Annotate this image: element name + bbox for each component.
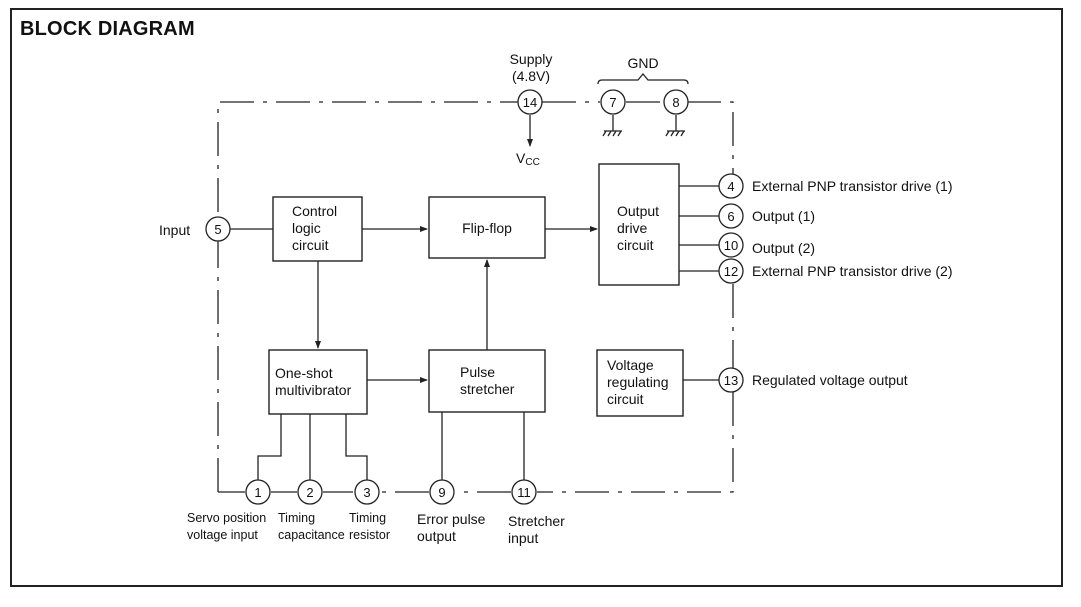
- pin-1: 1: [245, 479, 271, 505]
- svg-text:Timing: Timing: [349, 511, 386, 525]
- pin-12: 12: [718, 258, 744, 284]
- pin-13-label: Regulated voltage output: [752, 372, 908, 388]
- svg-text:Timing: Timing: [278, 511, 315, 525]
- svg-text:VCC: VCC: [516, 150, 540, 168]
- pin-2: 2: [297, 479, 323, 505]
- pin-12-label: External PNP transistor drive (2): [752, 263, 952, 279]
- pin-8: 8: [663, 89, 689, 115]
- svg-text:14: 14: [523, 95, 537, 110]
- pin-4-label: External PNP transistor drive (1): [752, 178, 952, 194]
- flip-flop-block: Flip-flop: [428, 196, 546, 259]
- pin-11: 11: [511, 479, 537, 505]
- pulse-stretcher-block: Pulse stretcher: [428, 349, 546, 413]
- pin-1-label: Servo position voltage input: [187, 511, 266, 542]
- svg-text:stretcher: stretcher: [460, 381, 515, 397]
- input-label: Input: [159, 222, 190, 238]
- pin-4: 4: [718, 173, 744, 199]
- svg-text:4: 4: [727, 179, 734, 194]
- pin-14: 14: [517, 89, 543, 115]
- pin-13: 13: [718, 367, 744, 393]
- svg-text:Pulse: Pulse: [460, 364, 495, 380]
- svg-text:resistor: resistor: [349, 528, 390, 542]
- pin-10: 10: [718, 232, 744, 258]
- pin-6: 6: [718, 203, 744, 229]
- svg-text:Flip-flop: Flip-flop: [462, 220, 512, 236]
- output-drive-block: Output drive circuit: [598, 163, 680, 286]
- ground-symbol-8: [665, 115, 685, 137]
- svg-text:circuit: circuit: [607, 391, 644, 407]
- svg-text:Voltage: Voltage: [607, 357, 654, 373]
- svg-text:Stretcher: Stretcher: [508, 513, 565, 529]
- svg-text:Control: Control: [292, 203, 337, 219]
- svg-text:regulating: regulating: [607, 374, 669, 390]
- vcc-label: VCC: [516, 150, 540, 168]
- pin-3: 3: [354, 479, 380, 505]
- svg-text:(4.8V): (4.8V): [512, 68, 550, 84]
- svg-text:11: 11: [517, 485, 531, 500]
- svg-text:One-shot: One-shot: [275, 365, 333, 381]
- svg-text:2: 2: [306, 485, 313, 500]
- voltage-regulating-block: Voltage regulating circuit: [596, 349, 684, 417]
- svg-text:5: 5: [214, 222, 221, 237]
- pin-6-label: Output (1): [752, 208, 815, 224]
- svg-text:Supply: Supply: [510, 51, 553, 67]
- pin-3-label: Timing resistor: [349, 511, 390, 542]
- svg-text:6: 6: [727, 209, 734, 224]
- diagram-frame: [10, 8, 1063, 587]
- svg-text:10: 10: [724, 238, 738, 253]
- pin-7: 7: [600, 89, 626, 115]
- control-logic-block: Control logic circuit: [272, 196, 363, 262]
- svg-text:circuit: circuit: [617, 237, 654, 253]
- diagram-title: BLOCK DIAGRAM: [20, 18, 195, 40]
- svg-text:Servo position: Servo position: [187, 511, 266, 525]
- svg-text:logic: logic: [292, 220, 321, 236]
- pin-11-label: Stretcher input: [508, 513, 565, 546]
- svg-text:13: 13: [724, 373, 738, 388]
- svg-text:12: 12: [724, 264, 738, 279]
- one-shot-block: One-shot multivibrator: [268, 349, 368, 415]
- svg-text:9: 9: [438, 485, 445, 500]
- pin-9: 9: [429, 479, 455, 505]
- svg-text:7: 7: [609, 95, 616, 110]
- gnd-brace: [597, 72, 689, 85]
- svg-text:capacitance: capacitance: [278, 528, 345, 542]
- svg-text:8: 8: [672, 95, 679, 110]
- ground-symbol-7: [602, 115, 622, 137]
- gnd-label: GND: [627, 55, 658, 71]
- svg-text:multivibrator: multivibrator: [275, 382, 352, 398]
- pin-5: 5: [205, 216, 231, 242]
- pin-2-label: Timing capacitance: [278, 511, 345, 542]
- signal-wires: [230, 185, 720, 480]
- svg-text:drive: drive: [617, 220, 648, 236]
- svg-text:input: input: [508, 530, 538, 546]
- pin-9-label: Error pulse output: [417, 511, 486, 544]
- svg-text:Error pulse: Error pulse: [417, 511, 486, 527]
- svg-text:output: output: [417, 528, 456, 544]
- svg-text:voltage input: voltage input: [187, 528, 258, 542]
- package-boundary: [217, 101, 734, 493]
- svg-text:Output: Output: [617, 203, 659, 219]
- pin-10-label: Output (2): [752, 240, 815, 256]
- supply-label: Supply (4.8V): [510, 51, 553, 84]
- svg-text:3: 3: [363, 485, 370, 500]
- svg-text:circuit: circuit: [292, 237, 329, 253]
- svg-text:1: 1: [254, 485, 261, 500]
